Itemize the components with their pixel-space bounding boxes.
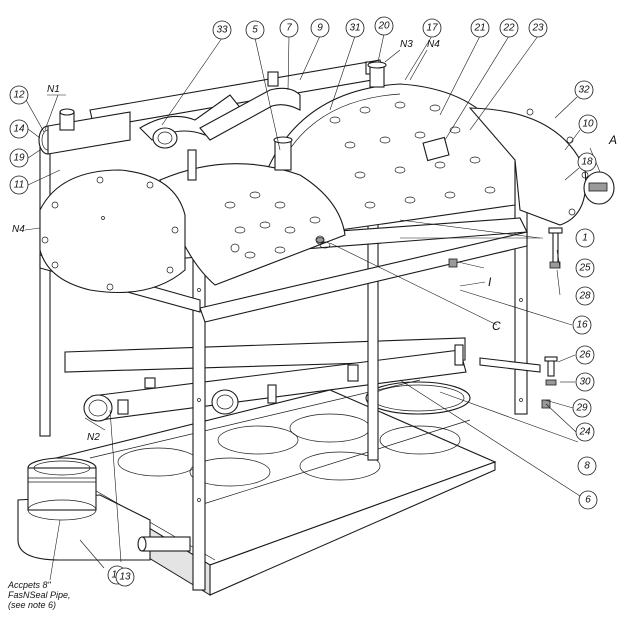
callout-33: 33: [212, 20, 232, 40]
pipe-note-line-3: (see note 6): [8, 600, 57, 610]
callout-24: 24: [575, 422, 595, 442]
svg-text:26: 26: [578, 350, 591, 361]
svg-text:29: 29: [575, 403, 588, 414]
callout-32: 32: [574, 80, 594, 100]
svg-text:19: 19: [13, 153, 25, 164]
tag-n2: N2: [87, 432, 100, 443]
tag-detail-c: C: [492, 319, 501, 333]
callout-13: 13: [115, 567, 135, 587]
callout-22: 22: [499, 18, 519, 38]
tag-n4-top: N4: [427, 39, 440, 50]
tag-n4-left: N4: [12, 224, 25, 235]
callout-28: 28: [575, 286, 595, 306]
svg-text:17: 17: [426, 23, 438, 34]
callout-7: 7: [279, 18, 299, 38]
svg-text:11: 11: [14, 180, 24, 191]
callout-20: 20: [374, 16, 394, 36]
svg-text:7: 7: [286, 23, 292, 34]
hardware: [448, 171, 615, 409]
callout-17: 17: [422, 18, 442, 38]
callout-5: 5: [245, 20, 265, 40]
control-components: [187, 61, 450, 181]
callout-21: 21: [470, 18, 490, 38]
svg-text:23: 23: [531, 23, 544, 34]
callout-10: 10: [578, 114, 598, 134]
callout-30: 30: [575, 372, 595, 392]
tag-detail-a: A: [608, 133, 617, 147]
svg-text:9: 9: [317, 23, 323, 34]
callout-26: 26: [575, 345, 595, 365]
svg-text:5: 5: [252, 25, 258, 36]
left-burner-drum: [39, 163, 346, 294]
svg-text:6: 6: [585, 495, 591, 506]
callout-23: 23: [528, 18, 548, 38]
callout-1: 1: [575, 228, 595, 248]
svg-text:22: 22: [502, 23, 515, 34]
upper-manifold: [38, 59, 385, 155]
svg-text:24: 24: [578, 427, 591, 438]
callout-16: 16: [572, 315, 592, 335]
nozzle-tags: N1 N2 N3 N4 N4 A I C: [12, 39, 617, 443]
svg-text:13: 13: [119, 572, 131, 583]
callout-14: 14: [9, 119, 29, 139]
tag-n1: N1: [47, 84, 60, 95]
leader-lines: [25, 33, 601, 581]
pipe-note-line-2: FasNSeal Pipe,: [8, 590, 71, 600]
callout-9: 9: [310, 18, 330, 38]
svg-text:33: 33: [216, 25, 228, 36]
callout-balloons: 33 5 7 9 31 20 17 21 22 23 32 10 18 12 1…: [9, 16, 598, 587]
svg-text:21: 21: [473, 23, 485, 34]
svg-text:28: 28: [578, 291, 591, 302]
pipe-note: Accpets 8" FasNSeal Pipe, (see note 6): [8, 580, 71, 610]
svg-text:25: 25: [578, 263, 591, 274]
callout-11: 11: [9, 175, 29, 195]
burner-ports: [224, 101, 496, 259]
svg-text:12: 12: [13, 90, 25, 101]
pipe-note-line-1: Accpets 8": [8, 580, 51, 590]
callout-19: 19: [9, 148, 29, 168]
exhaust-collar: [17, 457, 191, 561]
svg-text:10: 10: [582, 119, 594, 130]
svg-text:20: 20: [377, 21, 390, 32]
svg-text:14: 14: [13, 124, 25, 135]
callout-8: 8: [577, 456, 597, 476]
tag-detail-i: I: [488, 275, 492, 289]
svg-text:8: 8: [584, 461, 590, 472]
svg-text:32: 32: [578, 85, 590, 96]
callout-25: 25: [575, 258, 595, 278]
callout-31: 31: [345, 18, 365, 38]
svg-text:18: 18: [581, 157, 593, 168]
callout-12: 12: [9, 85, 29, 105]
tag-n3: N3: [400, 39, 413, 50]
svg-text:31: 31: [349, 23, 360, 34]
svg-text:16: 16: [576, 320, 588, 331]
svg-text:30: 30: [579, 377, 591, 388]
callout-29: 29: [572, 398, 592, 418]
svg-text:1: 1: [582, 233, 588, 244]
callout-18: 18: [577, 152, 597, 172]
callout-6: 6: [578, 490, 598, 510]
